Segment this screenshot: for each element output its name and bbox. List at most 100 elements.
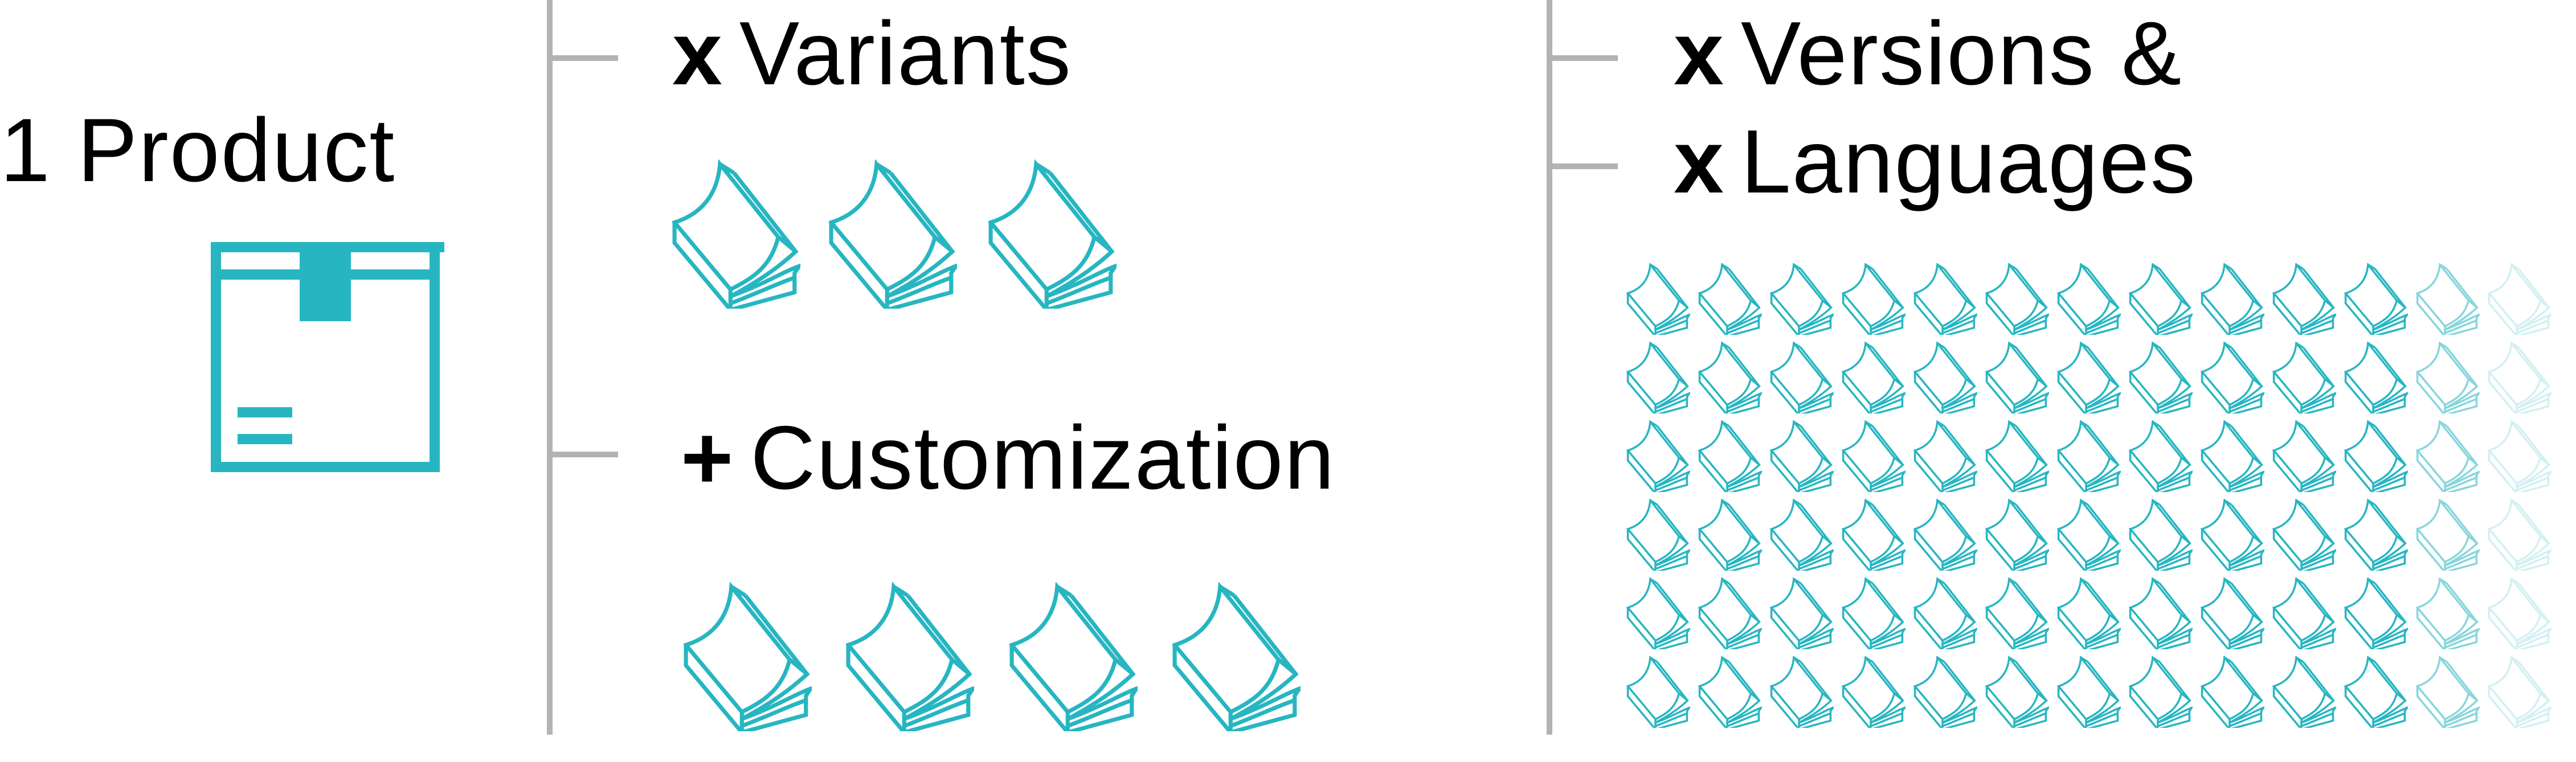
branch-versions	[1549, 55, 1618, 61]
book-icon	[2416, 656, 2480, 728]
branch-customization	[550, 452, 618, 457]
book-icon	[2129, 263, 2193, 335]
book-icon	[1626, 577, 1690, 649]
book-icon	[1698, 656, 1762, 728]
languages-label: Languages	[1740, 112, 2197, 212]
book-icon	[1009, 582, 1138, 731]
book-icon	[2488, 577, 2552, 649]
book-icon	[2201, 577, 2264, 649]
book-icon	[2416, 420, 2480, 492]
book-icon	[1698, 342, 1762, 413]
package-box-icon	[211, 242, 444, 472]
book-icon	[2057, 420, 2121, 492]
book-icon	[2129, 656, 2193, 728]
book-icon	[1985, 577, 2049, 649]
book-icon	[2272, 656, 2336, 728]
book-icon	[1842, 420, 1906, 492]
book-icon	[672, 159, 800, 309]
branch-languages	[1549, 163, 1618, 169]
book-icon	[1985, 263, 2049, 335]
book-icon	[2416, 499, 2480, 571]
book-icon	[1913, 263, 1977, 335]
book-icon	[2488, 420, 2552, 492]
book-icon	[2416, 342, 2480, 413]
book-icon	[684, 582, 812, 731]
customization-heading: +Customization	[681, 413, 1335, 503]
book-icon	[2344, 420, 2408, 492]
book-icon	[2129, 420, 2193, 492]
book-icon	[1626, 499, 1690, 571]
book-icon	[2272, 577, 2336, 649]
book-icon	[1770, 263, 1834, 335]
book-icon	[2416, 263, 2480, 335]
book-icon	[2416, 577, 2480, 649]
book-icon	[1985, 656, 2049, 728]
book-icon	[2488, 342, 2552, 413]
product-label: 1 Product	[0, 100, 396, 200]
multiply-operator: x	[1674, 3, 1725, 104]
book-icon	[2272, 499, 2336, 571]
book-icon	[2488, 263, 2552, 335]
multiply-operator: x	[672, 3, 723, 104]
book-icon	[1842, 342, 1906, 413]
book-icon	[2057, 499, 2121, 571]
book-icon	[829, 159, 957, 309]
book-icon	[2201, 656, 2264, 728]
plus-operator: +	[681, 408, 735, 508]
book-icon	[2201, 499, 2264, 571]
book-icon	[1172, 582, 1301, 731]
book-icon	[2129, 577, 2193, 649]
book-icon	[1770, 656, 1834, 728]
book-icon	[1985, 342, 2049, 413]
book-icon	[1770, 342, 1834, 413]
book-icon	[1770, 577, 1834, 649]
book-icon	[1698, 577, 1762, 649]
book-icon	[1842, 263, 1906, 335]
book-icon	[2488, 656, 2552, 728]
book-icon	[2344, 342, 2408, 413]
book-icon	[1626, 263, 1690, 335]
variants-label: Variants	[739, 3, 1072, 104]
book-icon	[2201, 420, 2264, 492]
book-icon	[1985, 499, 2049, 571]
book-icon	[1842, 499, 1906, 571]
book-icon	[2344, 263, 2408, 335]
multiply-operator: x	[1674, 112, 1725, 212]
book-icon	[2057, 342, 2121, 413]
customization-label: Customization	[750, 408, 1336, 508]
divider-1	[547, 0, 553, 735]
book-icon	[1770, 420, 1834, 492]
book-grid	[1626, 263, 2576, 741]
book-icon	[1770, 499, 1834, 571]
book-icon	[1842, 656, 1906, 728]
book-icon	[2129, 342, 2193, 413]
book-icon	[2488, 499, 2552, 571]
book-icon	[1913, 656, 1977, 728]
book-icon	[2057, 577, 2121, 649]
book-icon	[2344, 499, 2408, 571]
book-icon	[1626, 656, 1690, 728]
book-icon	[2201, 263, 2264, 335]
book-icon	[846, 582, 974, 731]
book-icon	[2344, 656, 2408, 728]
book-icon	[1913, 342, 1977, 413]
book-icon	[988, 159, 1117, 309]
book-icon	[2272, 420, 2336, 492]
book-icon	[1913, 499, 1977, 571]
divider-2	[1547, 0, 1552, 735]
book-icon	[1913, 420, 1977, 492]
book-icon	[2201, 342, 2264, 413]
book-icon	[1626, 420, 1690, 492]
book-icon	[2057, 263, 2121, 335]
versions-label: Versions &	[1740, 3, 2183, 104]
branch-variants	[550, 55, 618, 61]
book-icon	[1842, 577, 1906, 649]
book-icon	[2057, 656, 2121, 728]
book-icon	[1913, 577, 1977, 649]
book-icon	[1626, 342, 1690, 413]
book-icon	[2129, 499, 2193, 571]
book-icon	[1698, 263, 1762, 335]
